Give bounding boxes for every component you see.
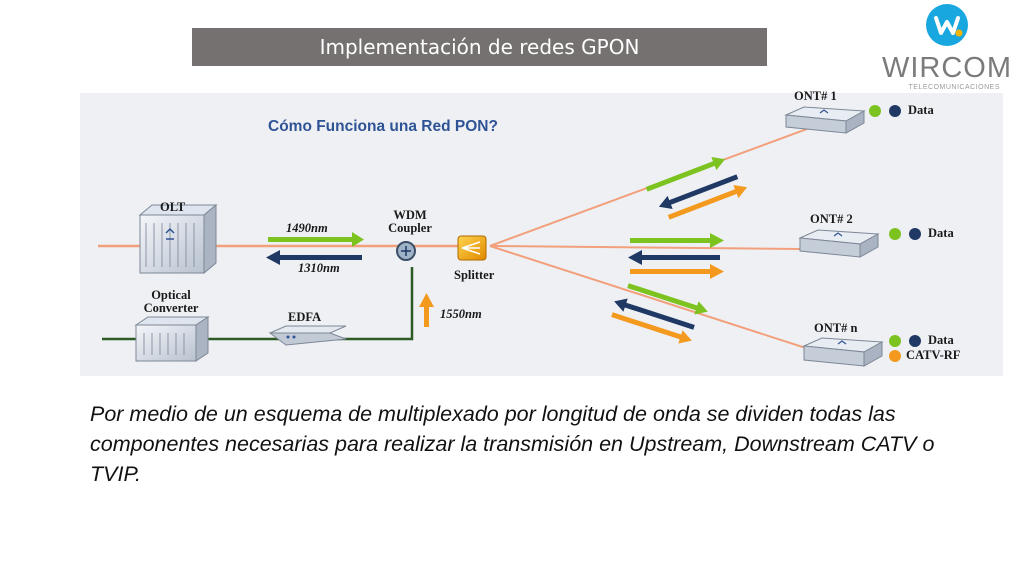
arrow-1550-video [419, 293, 434, 327]
olt-device [138, 203, 218, 275]
company-logo: WIRCOM TELECOMUNICACIONES [872, 2, 1022, 94]
olt-label: OLT [160, 200, 186, 214]
arrows-ont1 [645, 156, 748, 220]
wavelength-1310-label: 1310nm [298, 261, 340, 275]
diagram-title: Cómo Funciona una Red PON? [268, 118, 498, 135]
arrow-1490-downstream [268, 232, 364, 247]
edfa-label: EDFA [288, 310, 322, 324]
ont1-label: ONT# 1 [794, 89, 837, 103]
ontn-device [802, 337, 884, 367]
optical-converter-device [134, 316, 210, 362]
ont2-device [798, 229, 880, 258]
pon-diagram: Cómo Funciona una Red PON? OLT Optical C… [80, 89, 1003, 376]
arrows-ontn [611, 283, 708, 344]
wdm-coupler-device [396, 241, 416, 261]
arrow-1310-upstream [266, 250, 362, 265]
ont2-data-dots [889, 228, 921, 240]
ont1-data-dots [869, 105, 901, 117]
logo-w-icon [926, 4, 968, 46]
logo-subtitle: TELECOMUNICACIONES [908, 84, 1000, 91]
ontn-data-dots [889, 335, 921, 347]
ontn-data-label: Data [928, 333, 954, 347]
splitter-device [457, 235, 487, 261]
slide-body-text: Por medio de un esquema de multiplexado … [90, 402, 935, 486]
wdm-coupler-label: WDM Coupler [388, 208, 432, 235]
ont1-device [784, 106, 866, 134]
ontn-catv-label: CATV-RF [906, 348, 961, 362]
ont2-data-label: Data [928, 226, 954, 240]
edfa-device [268, 325, 347, 346]
ontn-catv-dot [889, 350, 901, 362]
optical-converter-label: Optical Converter [143, 288, 199, 315]
ont2-label: ONT# 2 [810, 212, 853, 226]
slide-title: Implementación de redes GPON [192, 28, 767, 66]
wavelength-1550-label: 1550nm [440, 307, 482, 321]
ont1-data-label: Data [908, 103, 934, 117]
splitter-label: Splitter [454, 268, 495, 282]
ontn-label: ONT# n [814, 321, 858, 335]
pon-diagram-graphic [98, 105, 921, 367]
wavelength-1490-label: 1490nm [286, 221, 328, 235]
arrows-ont2 [628, 233, 724, 279]
logo-wordmark: WIRCOM [881, 52, 1013, 84]
